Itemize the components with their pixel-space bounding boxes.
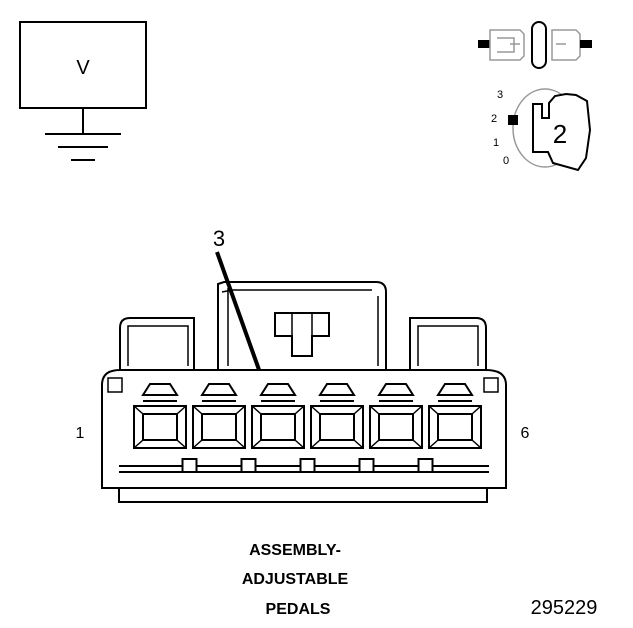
cavity-latch bbox=[377, 383, 415, 396]
lock-outline bbox=[217, 281, 387, 370]
cavity-bevel bbox=[294, 439, 305, 449]
cavity-bevel bbox=[310, 405, 321, 415]
rail-tab bbox=[417, 458, 434, 473]
figure-id: 295229 bbox=[531, 597, 598, 619]
cavity-bevel bbox=[369, 405, 380, 415]
caption-line-3: PEDALS bbox=[266, 601, 331, 618]
cavity-bevel bbox=[294, 405, 305, 415]
cavity-1 bbox=[133, 383, 187, 449]
cavity-latch bbox=[436, 383, 474, 396]
ignition-position-0: 0 bbox=[503, 155, 509, 167]
cavity-bevel bbox=[235, 439, 246, 449]
voltmeter-ground-symbol: V bbox=[19, 21, 147, 161]
cavity-bevel bbox=[412, 439, 423, 449]
cavity-6 bbox=[428, 383, 482, 449]
cavity-bevel bbox=[353, 439, 364, 449]
cavity-bevel bbox=[471, 439, 482, 449]
cavity-bevel bbox=[176, 439, 187, 449]
cavity-latch bbox=[318, 383, 356, 396]
cavity-bevel bbox=[412, 405, 423, 415]
cavity-bevel bbox=[192, 405, 203, 415]
rail-tab bbox=[240, 458, 257, 473]
cavity-bevel bbox=[133, 405, 144, 415]
cavity-bevel bbox=[133, 439, 144, 449]
ignition-position-2: 2 bbox=[491, 113, 497, 125]
cavity-inner bbox=[437, 413, 473, 441]
connector-cavities bbox=[133, 383, 482, 449]
cavity-inner bbox=[201, 413, 237, 441]
caption-line-1: ASSEMBLY- bbox=[249, 542, 341, 559]
callout-label: 3 bbox=[213, 226, 225, 251]
cavity-bevel bbox=[310, 439, 321, 449]
ignition-key bbox=[532, 92, 592, 172]
cavity-bevel bbox=[369, 439, 380, 449]
wire-left bbox=[478, 40, 490, 48]
ignition-key-icon: 3 2 1 0 2 bbox=[491, 88, 592, 172]
cavity-bevel bbox=[251, 439, 262, 449]
caption-line-2: ADJUSTABLE bbox=[242, 571, 349, 588]
corner-key-right bbox=[483, 377, 499, 393]
ignition-marker bbox=[508, 115, 518, 125]
cavity-inner bbox=[260, 413, 296, 441]
cavity-inner bbox=[319, 413, 355, 441]
cavity-inner bbox=[378, 413, 414, 441]
cavity-bevel bbox=[176, 405, 187, 415]
cavity-bevel bbox=[353, 405, 364, 415]
plug-half-left bbox=[489, 29, 525, 61]
pin-label-left: 1 bbox=[76, 425, 85, 442]
cavity-bevel bbox=[192, 439, 203, 449]
connector-housing bbox=[101, 281, 507, 503]
cavity-latch bbox=[259, 383, 297, 396]
voltmeter-label: V bbox=[76, 57, 90, 79]
ignition-selected-position: 2 bbox=[553, 119, 567, 149]
locking-tab bbox=[274, 312, 330, 357]
rail-tabs bbox=[181, 458, 434, 473]
rail-tab bbox=[358, 458, 375, 473]
wire-right bbox=[580, 40, 592, 48]
connector-disconnected-icon bbox=[478, 21, 592, 69]
cavity-3 bbox=[251, 383, 305, 449]
cavity-2 bbox=[192, 383, 246, 449]
left-tower bbox=[119, 317, 195, 370]
rail-tab bbox=[181, 458, 198, 473]
rail-tab bbox=[299, 458, 316, 473]
cavity-bevel bbox=[235, 405, 246, 415]
pin-label-right: 6 bbox=[521, 425, 530, 442]
separator-ring bbox=[531, 21, 547, 69]
cavity-bevel bbox=[428, 439, 439, 449]
voltmeter-box bbox=[19, 21, 147, 109]
connector-base bbox=[118, 487, 488, 503]
cavity-bevel bbox=[471, 405, 482, 415]
cavity-5 bbox=[369, 383, 423, 449]
cavity-bevel bbox=[428, 405, 439, 415]
ignition-position-1: 1 bbox=[493, 137, 499, 149]
right-tower bbox=[409, 317, 487, 370]
cavity-latch bbox=[141, 383, 179, 396]
ignition-position-3: 3 bbox=[497, 89, 503, 101]
corner-key-left bbox=[107, 377, 123, 393]
cavity-bevel bbox=[251, 405, 262, 415]
cavity-inner bbox=[142, 413, 178, 441]
cavity-4 bbox=[310, 383, 364, 449]
plug-half-right bbox=[551, 29, 581, 61]
cavity-latch bbox=[200, 383, 238, 396]
